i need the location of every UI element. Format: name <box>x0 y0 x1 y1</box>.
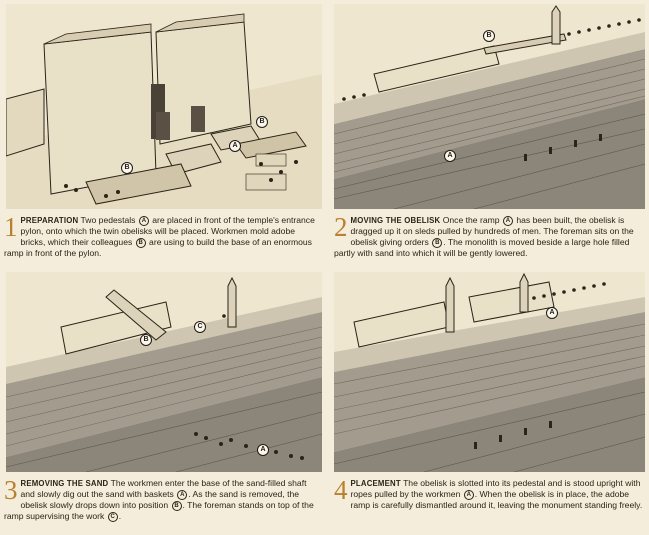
marker-b: B <box>121 162 133 174</box>
marker-c: C <box>194 321 206 333</box>
caption-text: . The monolith is moved beside a large h… <box>334 237 630 258</box>
caption-text: . The foreman stands on top of the ramp … <box>4 500 314 521</box>
step-heading: PLACEMENT <box>350 479 401 488</box>
illustration-moving-obelisk: A B <box>334 4 645 209</box>
caption-removing-sand: 3 REMOVING THE SAND The workmen enter th… <box>4 475 320 522</box>
callout-tag: A <box>502 215 513 226</box>
illustration-placement: A <box>334 272 645 472</box>
caption-text: are placed in front of the temple's entr… <box>20 215 315 247</box>
callout-tag: A <box>463 489 474 500</box>
caption-text: Once the ramp <box>442 215 502 225</box>
callout-tag: B <box>135 237 146 248</box>
caption-text: are using to build the base of an enormo… <box>4 237 312 258</box>
caption-text: has been built, the obelisk is dragged u… <box>350 215 634 247</box>
placement-illustration <box>334 272 645 472</box>
panel-removing-sand: A B C 3 REMOVING THE SAND The workmen en… <box>0 268 325 535</box>
illustration-removing-sand: A B C <box>6 272 322 472</box>
callout-tag: C <box>107 511 118 522</box>
caption-text: The workmen enter the base of the sand-f… <box>20 478 307 499</box>
step-heading: REMOVING THE SAND <box>20 479 109 488</box>
illustration-preparation: A B B <box>6 4 322 209</box>
step-number: 2 <box>334 212 348 242</box>
caption-moving-obelisk: 2 MOVING THE OBELISK Once the ramp A has… <box>334 212 645 259</box>
caption-text: . As the sand is removed, the obelisk sl… <box>20 489 300 510</box>
step-number: 3 <box>4 475 18 505</box>
callout-tag: A <box>177 489 188 500</box>
marker-b: B <box>256 116 268 128</box>
marker-a: A <box>546 307 558 319</box>
panel-moving-obelisk: A B 2 MOVING THE OBELISK Once the ramp A… <box>330 0 649 267</box>
step-number: 4 <box>334 475 348 505</box>
step-number: 1 <box>4 212 18 242</box>
temple-pylon-illustration <box>6 4 322 209</box>
callout-tag: A <box>138 215 149 226</box>
caption-text: Two pedestals <box>80 215 138 225</box>
panel-preparation: A B B 1 PREPARATION Two pedestals A are … <box>0 0 325 267</box>
ramp-illustration <box>334 4 645 209</box>
marker-b: B <box>483 30 495 42</box>
caption-placement: 4 PLACEMENT The obelisk is slotted into … <box>334 475 645 511</box>
marker-b: B <box>140 334 152 346</box>
caption-text: The obelisk is slotted into its pedestal… <box>350 478 641 499</box>
marker-a: A <box>229 140 241 152</box>
panel-placement: A 4 PLACEMENT The obelisk is slotted int… <box>330 268 649 535</box>
marker-a: A <box>257 444 269 456</box>
callout-tag: B <box>432 237 443 248</box>
callout-tag: B <box>171 500 182 511</box>
caption-text: . <box>118 511 122 521</box>
sand-shaft-illustration <box>6 272 322 472</box>
step-heading: PREPARATION <box>20 216 79 225</box>
marker-a: A <box>444 150 456 162</box>
caption-preparation: 1 PREPARATION Two pedestals A are placed… <box>4 212 320 259</box>
caption-text: . When the obelisk is in place, the adob… <box>350 489 643 510</box>
step-heading: MOVING THE OBELISK <box>350 216 441 225</box>
